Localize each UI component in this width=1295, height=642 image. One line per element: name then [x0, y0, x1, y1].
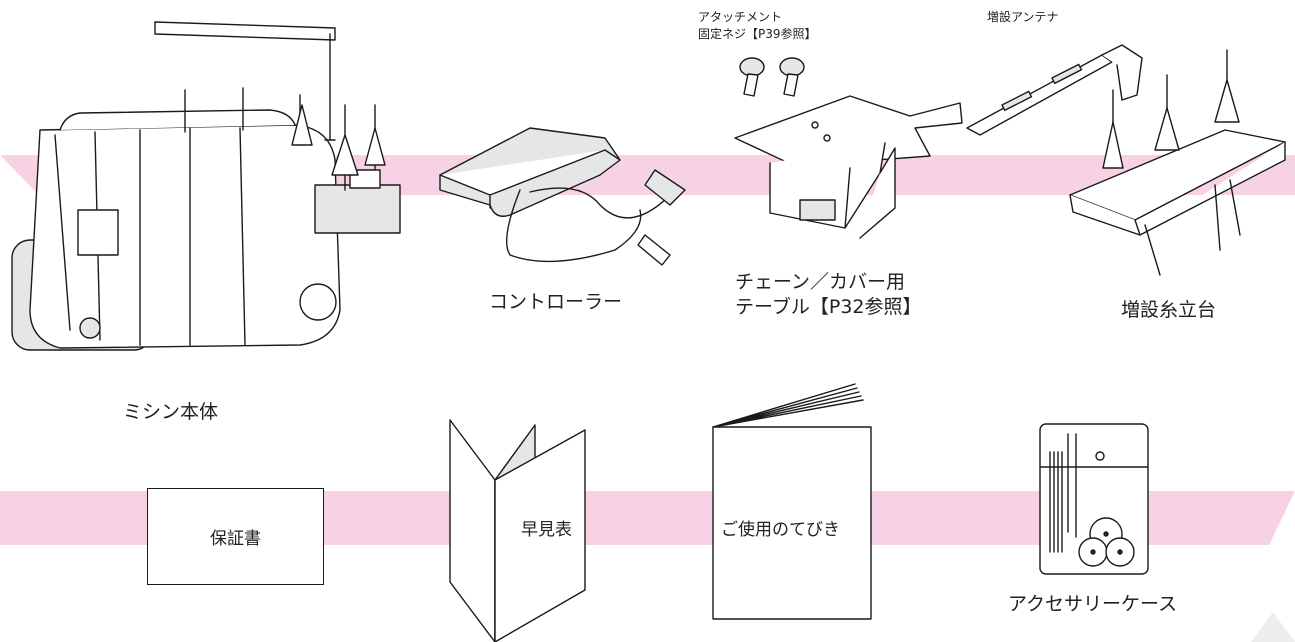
accessory-case-label: アクセサリーケース: [1008, 593, 1178, 615]
instruction-manual-illustration: [712, 383, 872, 620]
controller-label: コントローラー: [489, 291, 623, 313]
extra-spool-stand-illustration: [1069, 49, 1286, 276]
screws-label-line1: アタッチメント: [698, 10, 783, 24]
machine-label: ミシン本体: [123, 401, 219, 423]
manual-label: ご使用のてびき: [721, 520, 840, 540]
table-label-line1: チェーン／カバー用: [735, 271, 906, 293]
extension-antenna-illustration: [966, 44, 1143, 136]
grey-arrow-shape: [1251, 612, 1295, 642]
antenna-label: 増設アンテナ: [987, 10, 1059, 24]
quick-reference-leaflet-illustration: [449, 419, 586, 642]
screws-label-line2: 固定ネジ【P39参照】: [698, 27, 817, 41]
accessory-case-illustration: [1039, 423, 1149, 575]
table-label-line2: テーブル【P32参照】: [735, 296, 922, 318]
warranty-label: 保証書: [210, 529, 261, 549]
attachment-screws-illustration: [739, 57, 805, 97]
quick-reference-label: 早見表: [521, 520, 572, 540]
serger-machine-illustration: [11, 21, 401, 351]
spool-stand-label: 増設糸立台: [1121, 299, 1217, 321]
warranty-card: 保証書: [147, 488, 324, 585]
chain-cover-table-illustration: [734, 95, 963, 239]
foot-controller-illustration: [439, 127, 686, 266]
